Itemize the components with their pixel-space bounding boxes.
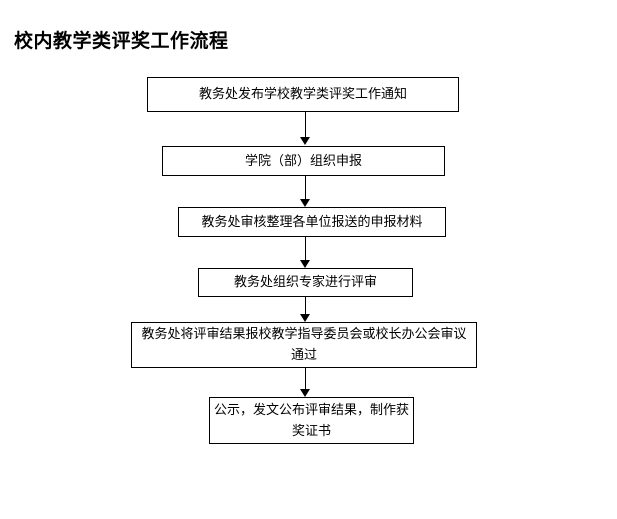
connector-1-arrowhead-icon xyxy=(299,137,310,145)
connector-3-arrowhead-icon xyxy=(299,260,310,268)
flow-node-6[interactable]: 公示，发文公布评审结果，制作获奖证书 xyxy=(209,397,414,444)
connector-5-arrowhead-icon xyxy=(299,389,310,397)
connector-5-line xyxy=(305,368,306,389)
flow-node-2[interactable]: 学院（部）组织申报 xyxy=(162,146,445,176)
flow-node-1[interactable]: 教务处发布学校教学类评奖工作通知 xyxy=(147,77,459,112)
page-title: 校内教学类评奖工作流程 xyxy=(14,30,229,52)
flow-node-2-label: 学院（部）组织申报 xyxy=(244,153,362,169)
connector-1-line xyxy=(305,112,306,138)
flow-node-1-label: 教务处发布学校教学类评奖工作通知 xyxy=(198,87,407,102)
flow-node-4-label: 教务处组织专家进行评审 xyxy=(233,275,377,290)
connector-2-arrowhead-icon xyxy=(299,199,310,207)
connector-4-line xyxy=(305,297,306,314)
flow-node-3[interactable]: 教务处审核整理各单位报送的申报材料 xyxy=(178,207,446,237)
flow-node-5-label: 教务处将评审结果报校教学指导委员会或校长办公会审议通过 xyxy=(141,327,467,363)
connector-4-arrowhead-icon xyxy=(299,314,310,322)
connector-3-line xyxy=(305,237,306,260)
flow-node-4[interactable]: 教务处组织专家进行评审 xyxy=(198,268,413,297)
flow-node-5[interactable]: 教务处将评审结果报校教学指导委员会或校长办公会审议通过 xyxy=(131,322,477,368)
flow-node-3-label: 教务处审核整理各单位报送的申报材料 xyxy=(201,214,423,230)
flow-node-6-label: 公示，发文公布评审结果，制作获奖证书 xyxy=(214,402,410,439)
connector-2-line xyxy=(305,176,306,199)
